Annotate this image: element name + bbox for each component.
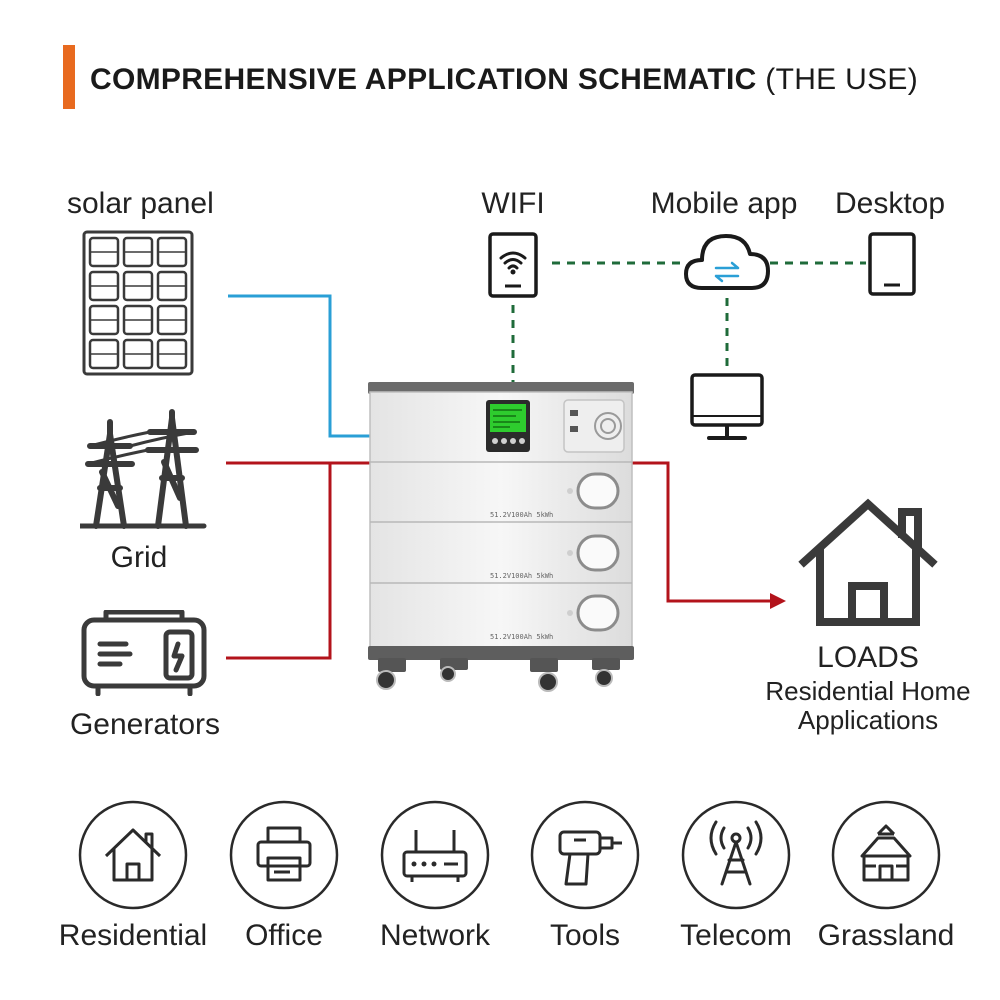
loads-arrowhead (770, 593, 786, 609)
generator-icon (81, 610, 207, 696)
category-label-network: Network (379, 919, 491, 952)
battery-cabinet-image (368, 382, 634, 692)
category-circle-network (380, 800, 490, 910)
tablet-icon (868, 232, 916, 296)
solar-line (228, 294, 372, 438)
category-label-office: Office (245, 919, 323, 952)
power-tower-icon (80, 409, 207, 529)
loads-house-icon (798, 498, 938, 626)
mobile-app-label: Mobile app (650, 187, 798, 220)
category-circle-office (229, 800, 339, 910)
loads-line-2: Applications (797, 705, 939, 735)
solar-panel-label: solar panel (67, 187, 214, 220)
module-label-1: 51.2V100Ah 5kWh (490, 511, 554, 519)
category-icons (78, 800, 941, 910)
solar-panel-icon (82, 230, 194, 376)
generator-line (226, 463, 332, 660)
desktop-label: Desktop (834, 187, 946, 220)
title-rest: (THE USE) (756, 63, 918, 96)
loads-line (632, 461, 770, 603)
drill-icon (558, 830, 622, 886)
module-label-3: 51.2V100Ah 5kWh (490, 633, 554, 641)
wifi-label: WIFI (481, 187, 545, 220)
category-label-telecom: Telecom (680, 919, 792, 952)
cloud-icon (684, 234, 770, 290)
wifi-device-icon (488, 232, 538, 298)
router-icon (402, 830, 468, 882)
category-label-residential: Residential (58, 919, 208, 952)
generators-label: Generators (69, 708, 221, 741)
title-bold: COMPREHENSIVE APPLICATION SCHEMATIC (90, 63, 757, 96)
yurt-icon (860, 824, 912, 882)
category-circle-residential (78, 800, 188, 910)
loads-title: LOADS (817, 641, 919, 674)
category-label-grassland: Grassland (817, 919, 955, 952)
printer-icon (256, 826, 312, 882)
house-icon (104, 828, 162, 882)
loads-line-1: Residential Home (765, 676, 971, 706)
category-circle-telecom (681, 800, 791, 910)
monitor-icon (690, 373, 764, 440)
antenna-icon (709, 820, 763, 886)
page-title: COMPREHENSIVE APPLICATION SCHEMATIC (THE… (90, 60, 918, 100)
grid-label: Grid (110, 541, 168, 574)
category-label-tools: Tools (549, 919, 621, 952)
module-label-2: 51.2V100Ah 5kWh (490, 572, 554, 580)
header-accent-bar (63, 45, 75, 109)
